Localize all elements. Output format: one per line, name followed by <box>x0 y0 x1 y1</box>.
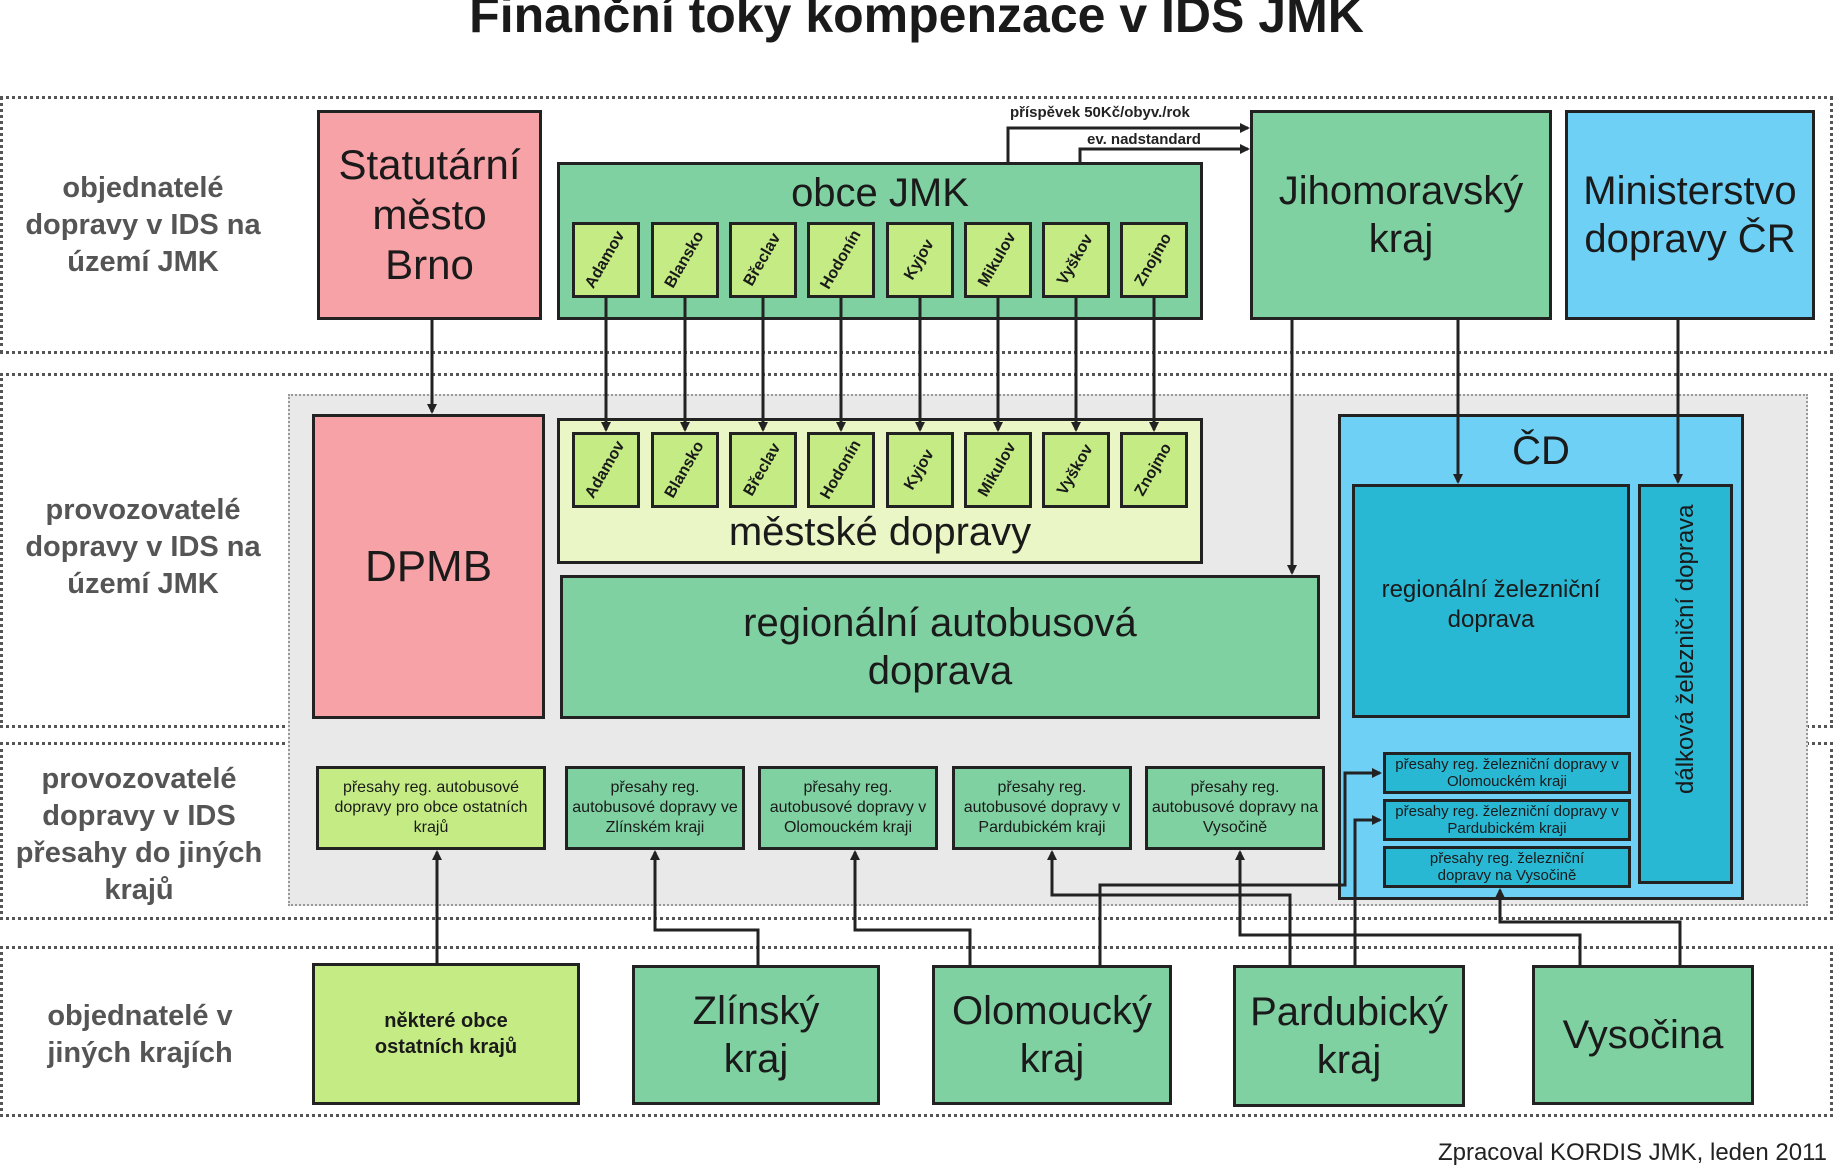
band-ordering-other <box>0 946 1833 1117</box>
md-kyjov: Kyjov <box>886 432 954 508</box>
arrow-olomouc-bus <box>850 850 972 965</box>
obec-mikulov: Mikulov <box>964 222 1032 298</box>
obec-breclav: Břeclav <box>729 222 797 298</box>
label-operators-overlap: provozovatelé dopravy v IDS přesahy do j… <box>15 763 263 906</box>
brno-box: Statutární město Brno <box>317 110 542 320</box>
label-ordering-other: objednatelé v jiných krajích <box>47 1000 233 1069</box>
dpmb-box: DPMB <box>312 414 545 719</box>
rail-vysocina-box: přesahy reg. železniční dopravy na Vysoč… <box>1383 846 1631 888</box>
md-znojmo: Znojmo <box>1120 432 1188 508</box>
mdcr-label: Ministerstvo dopravy ČR <box>1583 169 1797 261</box>
obec-znojmo: Znojmo <box>1120 222 1188 298</box>
zlinsky-box: Zlínský kraj <box>632 965 880 1105</box>
jmk-box: Jihomoravský kraj <box>1250 110 1552 320</box>
md-mikulov: Mikulov <box>964 432 1032 508</box>
regional-rail-label: regionální železniční doprava <box>1381 576 1601 633</box>
bus-olomouc-box: přesahy reg. autobusové dopravy v Olomou… <box>758 766 938 850</box>
olomoucky-box: Olomoucký kraj <box>932 965 1172 1105</box>
mestske-dopravy-label: městské dopravy <box>728 510 1032 554</box>
brno-label: Statutární město Brno <box>338 141 521 288</box>
diagram-title: Finanční toky kompenzace v IDS JMK <box>469 0 1364 43</box>
arrow-vysocina-rail <box>1495 888 1682 965</box>
obec-kyjov: Kyjov <box>886 222 954 298</box>
arrow-zlin-bus <box>650 850 760 965</box>
arrow-olomouc-rail <box>1098 768 1382 965</box>
md-breclav: Břeclav <box>729 432 797 508</box>
long-rail-box: dálková železniční doprava <box>1638 484 1733 884</box>
label-operators-jmk: provozovatelé dopravy v IDS na území JMK <box>25 493 261 600</box>
rail-pardubice-box: přesahy reg. železniční dopravy v Pardub… <box>1383 799 1631 841</box>
regional-bus-box: regionální autobusová doprava <box>560 575 1320 719</box>
dpmb-label: DPMB <box>364 541 493 591</box>
contribution-label: příspěvek 50Kč/obyv./rok <box>1010 104 1190 121</box>
bus-vysocina-box: přesahy reg. autobusové dopravy na Vysoč… <box>1145 766 1325 850</box>
pardubicky-box: Pardubický kraj <box>1233 965 1465 1107</box>
other-obce-box: některé obce ostatních krajů <box>312 963 580 1105</box>
bus-obce-box: přesahy reg. autobusové dopravy pro obce… <box>316 766 546 850</box>
arrow-pardubice-bus <box>1047 850 1292 965</box>
md-hodonin: Hodonín <box>807 432 875 508</box>
arrow-extra <box>1078 144 1250 162</box>
obec-hodonin: Hodonín <box>807 222 875 298</box>
bus-zlin-box: přesahy reg. autobusové dopravy ve Zlíns… <box>565 766 745 850</box>
md-adamov: Adamov <box>572 432 640 508</box>
arrow-vysocina-bus <box>1235 850 1582 965</box>
obec-vyskov: Vyškov <box>1042 222 1110 298</box>
regional-bus-label: regionální autobusová doprava <box>743 601 1137 693</box>
cd-label: ČD <box>1512 429 1570 473</box>
md-blansko: Blansko <box>651 432 719 508</box>
md-vyskov: Vyškov <box>1042 432 1110 508</box>
regional-rail-box: regionální železniční doprava <box>1352 484 1630 718</box>
obec-adamov: Adamov <box>572 222 640 298</box>
bus-pardubice-box: přesahy reg. autobusové dopravy v Pardub… <box>952 766 1132 850</box>
band-ordering-jmk <box>0 96 1833 354</box>
obec-blansko: Blansko <box>651 222 719 298</box>
footer-credit: Zpracoval KORDIS JMK, leden 2011 <box>1437 1139 1827 1166</box>
obce-jmk-label: obce JMK <box>791 171 969 215</box>
arrow-contribution <box>1006 123 1250 162</box>
label-ordering-jmk: objednatelé dopravy v IDS na území JMK <box>25 171 261 278</box>
mdcr-box: Ministerstvo dopravy ČR <box>1565 110 1815 320</box>
arrow-pardubice-rail <box>1353 815 1382 965</box>
rail-olomouc-box: přesahy reg. železniční dopravy v Olomou… <box>1383 752 1631 794</box>
jmk-label: Jihomoravský kraj <box>1278 169 1524 261</box>
vysocina-box: Vysočina <box>1532 965 1754 1105</box>
extra-label: ev. nadstandard <box>1087 131 1201 148</box>
